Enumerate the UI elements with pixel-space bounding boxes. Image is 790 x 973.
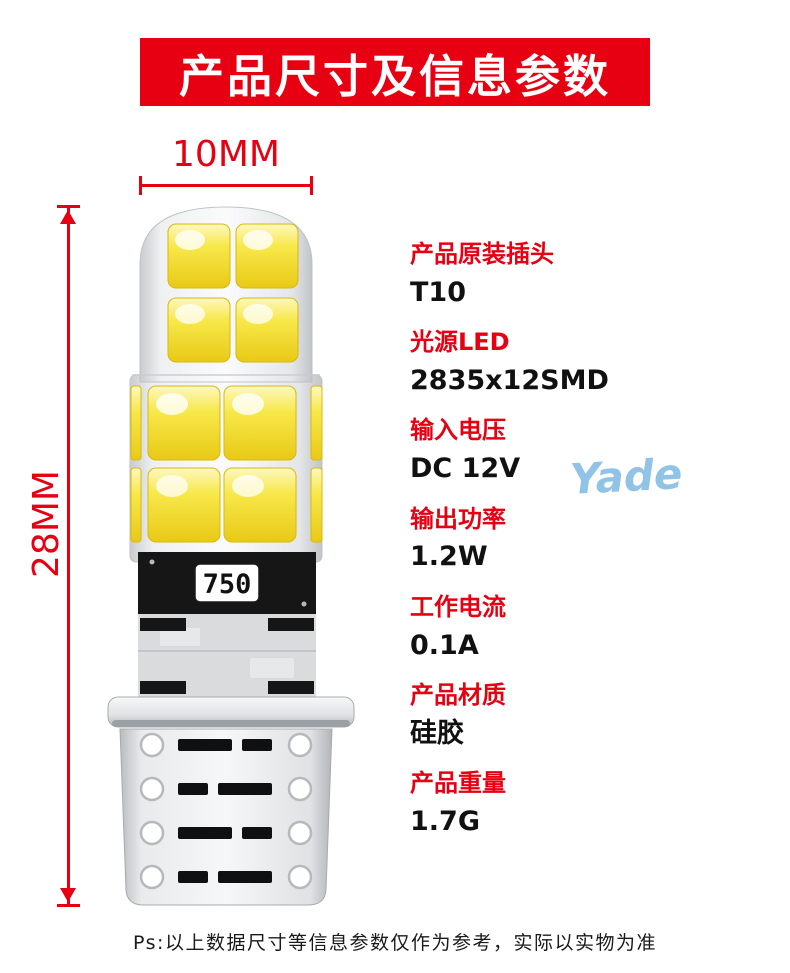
spec-label: 输出功率 xyxy=(410,504,506,533)
spec-item-working-current: 工作电流 0.1A xyxy=(410,593,755,662)
width-dimension-label: 10MM xyxy=(172,134,280,175)
disclaimer-note: Ps:以上数据尺寸等信息参数仅作为参考，实际以实物为准 xyxy=(133,932,657,954)
dimension-arrow-up-icon xyxy=(60,210,76,224)
spec-value: 1.7G xyxy=(410,805,480,837)
spec-label: 输入电压 xyxy=(410,416,506,445)
spec-value: 1.2W xyxy=(410,541,488,573)
bulb-illustration: 750 xyxy=(107,206,355,906)
spec-label: 光源LED xyxy=(410,328,510,357)
page-title: 产品尺寸及信息参数 xyxy=(178,49,611,103)
spec-value: 硅胶 xyxy=(410,717,464,749)
led-chip-glare xyxy=(156,230,273,497)
header-banner: 产品尺寸及信息参数 xyxy=(140,38,650,106)
bulb-flange xyxy=(107,696,355,728)
spec-item-light-source: 光源LED 2835x12SMD xyxy=(410,328,755,397)
spec-label: 工作电流 xyxy=(410,592,506,621)
spec-value: 2835x12SMD xyxy=(410,364,609,396)
spec-label: 产品原装插头 xyxy=(410,240,554,268)
width-dimension-line xyxy=(139,176,313,195)
spec-item-output-power: 输出功率 1.2W xyxy=(410,505,755,574)
spec-item-input-voltage: 输入电压 DC 12V xyxy=(410,416,755,485)
base-contact-strips xyxy=(178,739,272,883)
lower-silicone-section xyxy=(138,614,316,698)
chip-marking-text: 750 xyxy=(203,569,252,600)
wedge-base xyxy=(119,728,333,906)
spec-label: 产品重量 xyxy=(410,769,506,798)
spec-item-weight: 产品重量 1.7G xyxy=(410,769,755,838)
bulb-product-image: 750 xyxy=(100,198,360,913)
ic-band: 750 xyxy=(138,552,316,614)
spec-value: T10 xyxy=(410,276,466,308)
spec-value: DC 12V xyxy=(410,453,521,485)
spec-value: 0.1A xyxy=(410,629,479,661)
spec-item-material: 产品材质 硅胶 xyxy=(410,681,755,750)
base-holes xyxy=(139,732,313,890)
spec-item-plug: 产品原装插头 T10 xyxy=(410,240,755,309)
spec-list: 产品原装插头 T10 光源LED 2835x12SMD 输入电压 DC 12V … xyxy=(410,240,755,857)
dimension-arrow-down-icon xyxy=(60,888,76,902)
height-dimension-label: 28MM xyxy=(26,470,67,578)
height-dimension-line xyxy=(57,205,80,907)
spec-label: 产品材质 xyxy=(410,680,506,709)
